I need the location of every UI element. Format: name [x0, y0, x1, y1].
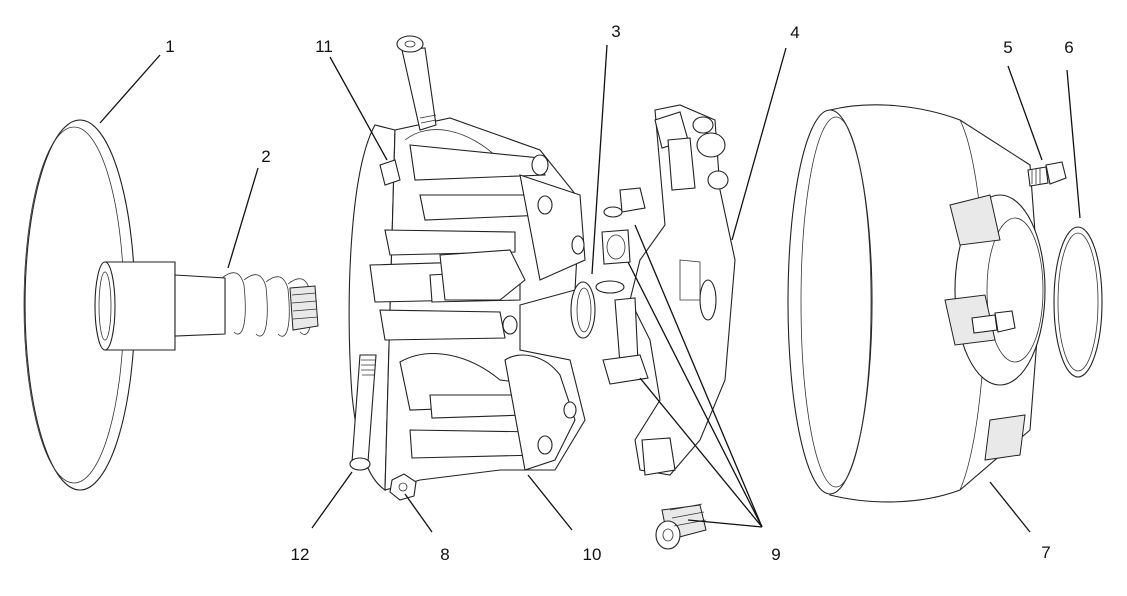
leader-lines	[99, 44, 1081, 533]
callout-6: 6	[1064, 38, 1073, 57]
callout-11: 11	[315, 37, 333, 56]
callout-1: 1	[165, 37, 174, 56]
callout-4: 4	[790, 23, 799, 42]
part-spring	[221, 272, 319, 337]
part-fixed-sheave	[23, 119, 226, 491]
part-cap-screws	[971, 161, 1067, 334]
callout-12: 12	[291, 545, 310, 564]
callout-5: 5	[1003, 38, 1012, 57]
part-movable-sheave-assembly	[348, 117, 586, 492]
part-seal-ring	[1053, 226, 1103, 378]
callout-7: 7	[1041, 543, 1050, 562]
callout-10: 10	[583, 545, 602, 564]
callout-9: 9	[771, 545, 780, 564]
callout-labels: 1 2 3 4 5 6 7 8 9 10 11 12	[165, 22, 1073, 564]
callout-3: 3	[611, 22, 620, 41]
part-rollers-pins	[595, 187, 707, 550]
part-bottom-bolt	[349, 354, 377, 471]
part-ring-washer	[570, 281, 596, 339]
callout-8: 8	[440, 545, 449, 564]
callout-2: 2	[261, 147, 270, 166]
part-top-bolt	[396, 35, 437, 131]
part-cover	[787, 104, 1046, 503]
part-spider-plate	[629, 104, 736, 476]
part-bottom-nut	[389, 473, 417, 501]
